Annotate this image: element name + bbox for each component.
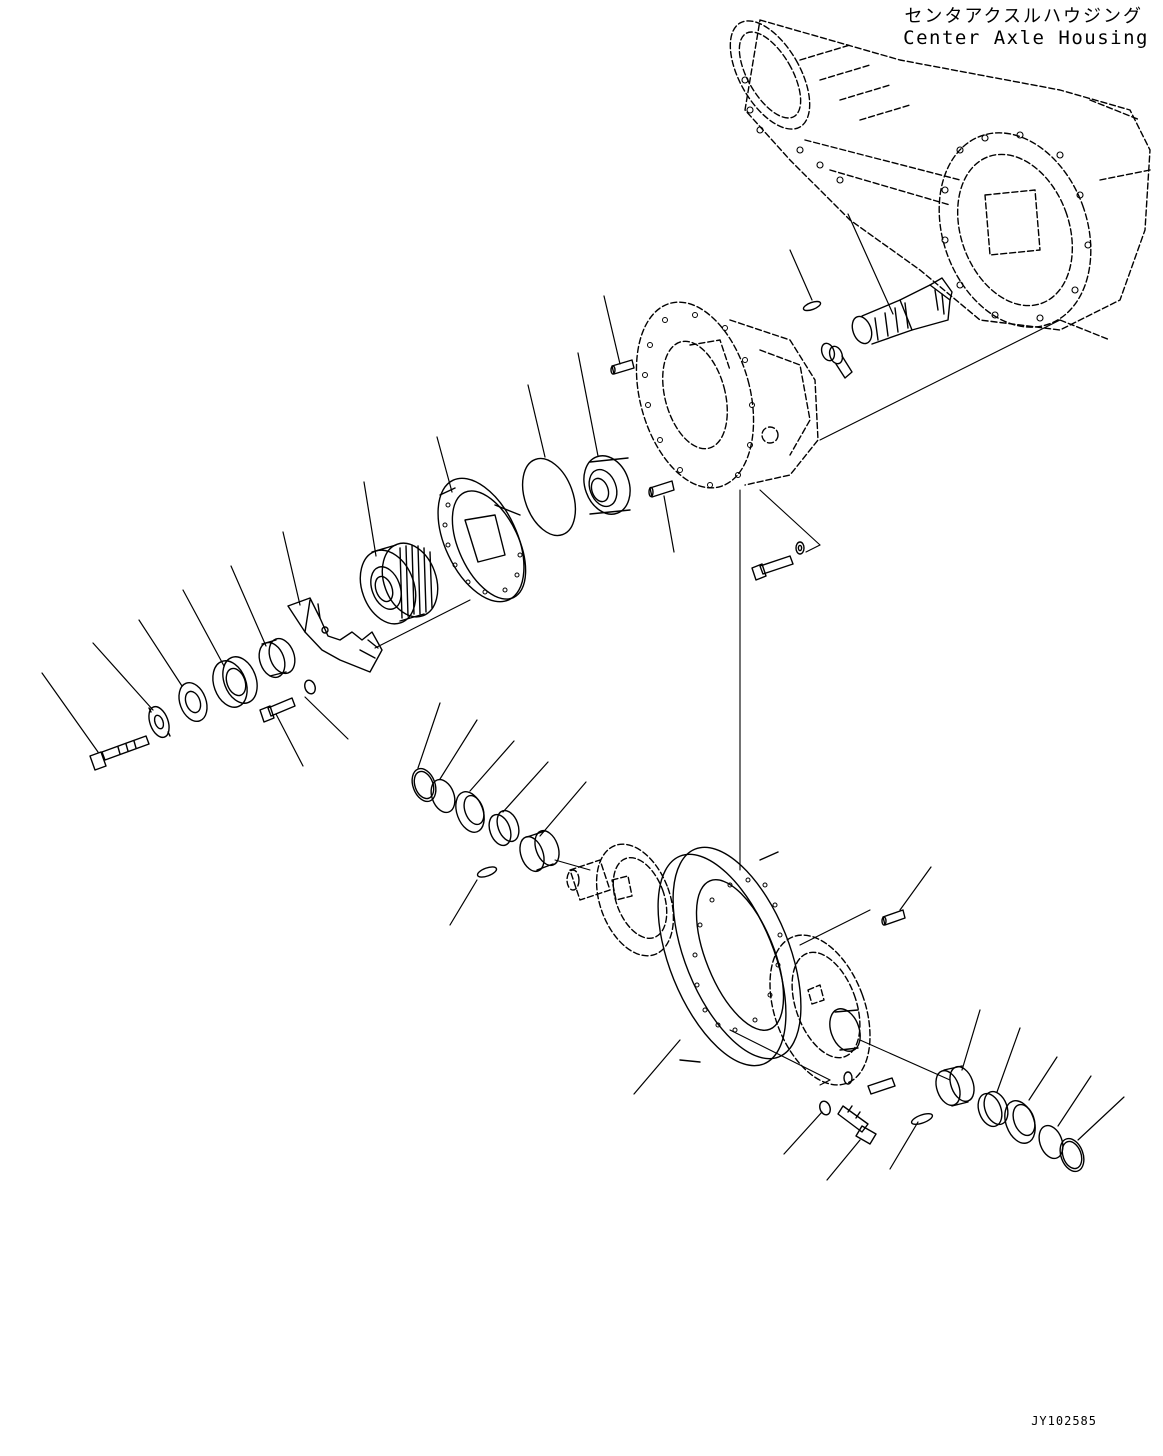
lock-washer [145, 704, 173, 740]
ring-gear [632, 830, 827, 1084]
assembly-title-english: Center Axle Housing [903, 27, 1149, 49]
case-bolt-washer [818, 1100, 832, 1117]
side-bearing-cup [516, 827, 564, 874]
right-bushing [974, 1088, 1012, 1129]
lock-plate-washer [303, 679, 317, 696]
differential-case-flange [751, 921, 889, 1098]
inner-bearing-race [255, 635, 300, 681]
side-gear-bushing [485, 808, 523, 849]
side-bearing [576, 449, 638, 520]
right-shim-ring [1035, 1122, 1067, 1161]
pinion-gear-shaft [849, 278, 952, 346]
case-bolt-upper [844, 1072, 895, 1094]
lock-plate-bolt [260, 698, 295, 722]
differential-case-hub [824, 1005, 865, 1056]
carrier-dowel-pin-upper [611, 360, 634, 374]
retaining-ring-1 [408, 765, 440, 804]
pinion-shim [802, 300, 821, 313]
thrust-washer [174, 679, 212, 725]
carrier-mount-bolt [752, 542, 804, 580]
bearing-cage-plate [420, 465, 541, 615]
leader-lines [42, 214, 1124, 1180]
assembly-title-japanese: センタアクスルハウジング [904, 6, 1143, 27]
adjusting-nut [207, 652, 263, 712]
tapered-roller-bearing [351, 535, 448, 631]
thrust-washer-side [451, 788, 490, 836]
right-bearing-cup [932, 1063, 979, 1108]
right-retaining-ring [1056, 1135, 1088, 1174]
right-thrust-washer [999, 1097, 1040, 1148]
housing-bolt-holes [742, 77, 1091, 321]
pinion-nut-washer [819, 341, 852, 378]
case-bolt-lower [838, 1106, 876, 1144]
cage-plate-holes [443, 503, 522, 594]
differential-carrier [617, 289, 818, 501]
center-axle-housing [714, 8, 1150, 349]
long-bolt [90, 736, 149, 770]
o-ring [513, 451, 585, 543]
differential-case-half [567, 834, 688, 967]
case-shim [910, 1111, 933, 1126]
carrier-dowel-pin-lower [649, 481, 674, 497]
case-dowel-pin [882, 910, 905, 925]
drawing-code: JY102585 [1031, 1414, 1097, 1428]
assembly-axis-lines [375, 320, 1060, 1085]
shim-ring [427, 776, 459, 815]
lock-plate [288, 598, 382, 672]
carrier-bolt-holes [643, 313, 755, 488]
pinion-pin-shim [476, 865, 498, 879]
